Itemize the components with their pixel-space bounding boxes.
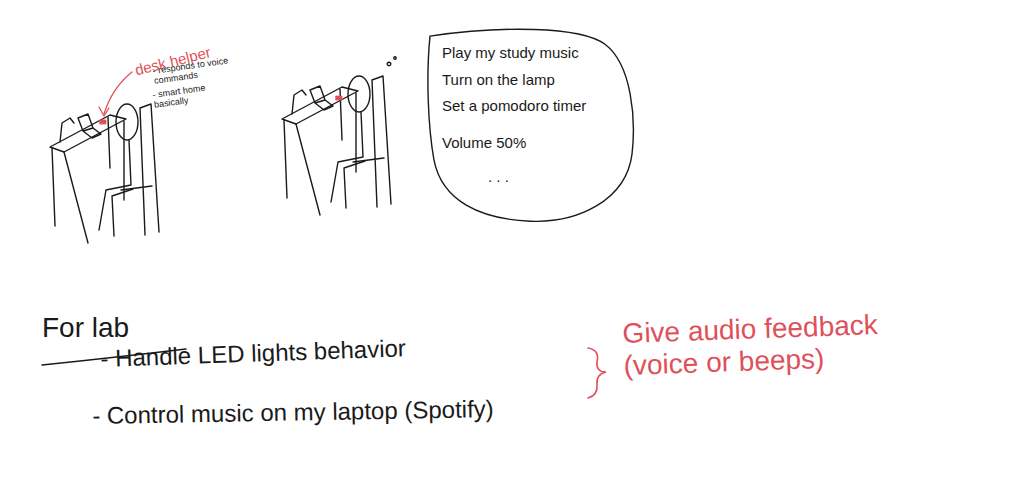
person-body — [331, 112, 365, 208]
chair — [353, 76, 391, 207]
lamp — [60, 118, 74, 142]
note-text: - smart home basically — [152, 81, 216, 110]
device-marker — [100, 120, 106, 124]
bubble-text: Turn on the lamp — [442, 71, 555, 88]
desk-top — [282, 87, 358, 124]
callout-arrow — [104, 72, 132, 114]
person-body — [99, 140, 133, 236]
annotation-text: Give audio feedback (voice or beeps) — [622, 306, 954, 382]
chair — [121, 104, 159, 235]
thought-dot — [387, 62, 391, 66]
bubble-outline-path — [428, 29, 633, 221]
device-marker — [336, 96, 342, 100]
bubble-text: Play my study music — [442, 44, 579, 61]
desk-top — [50, 115, 126, 152]
person-head — [348, 76, 370, 112]
arrow-head — [99, 107, 109, 116]
bubble-text: Volume 50% — [442, 134, 526, 151]
list-item: - Control music on my laptop (Spotify) — [92, 395, 494, 430]
laptop — [310, 86, 333, 110]
speech-bubble: Play my study musicTurn on the lampSet a… — [420, 30, 638, 225]
list-item: - Handle LED lights behavior — [100, 334, 406, 372]
lamp — [292, 90, 306, 114]
curly-bracket — [588, 348, 606, 398]
thought-dot — [394, 57, 396, 59]
bubble-text: Set a pomodoro timer — [442, 97, 586, 114]
desk-scene — [50, 104, 159, 243]
section-heading: For lab — [42, 312, 129, 344]
bubble-text: . . . — [488, 168, 509, 185]
person-head — [116, 104, 138, 140]
desk-scene — [282, 57, 396, 215]
laptop — [78, 114, 101, 138]
